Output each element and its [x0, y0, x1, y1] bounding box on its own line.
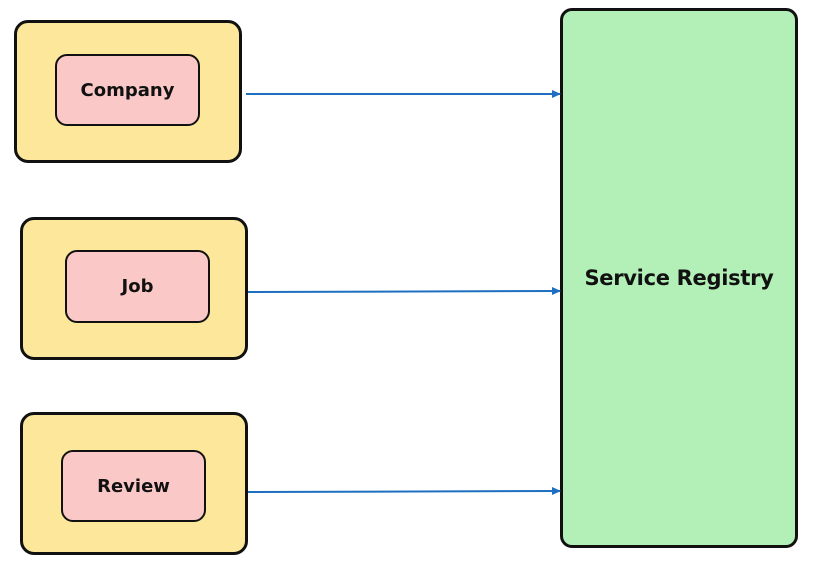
- review-card: Review: [20, 412, 248, 555]
- job-label-box: Job: [65, 250, 210, 323]
- job-card: Job: [20, 217, 248, 360]
- job-label: Job: [121, 276, 154, 297]
- service-registry-box: Service Registry: [560, 8, 798, 548]
- service-registry-label: Service Registry: [584, 266, 774, 290]
- review-label-box: Review: [61, 450, 206, 522]
- company-card: Company: [14, 20, 242, 163]
- review-label: Review: [97, 475, 170, 497]
- company-label: Company: [80, 79, 175, 101]
- company-label-box: Company: [55, 54, 200, 126]
- arrow-job-to-registry: [247, 287, 561, 296]
- arrow-review-to-registry: [247, 487, 561, 496]
